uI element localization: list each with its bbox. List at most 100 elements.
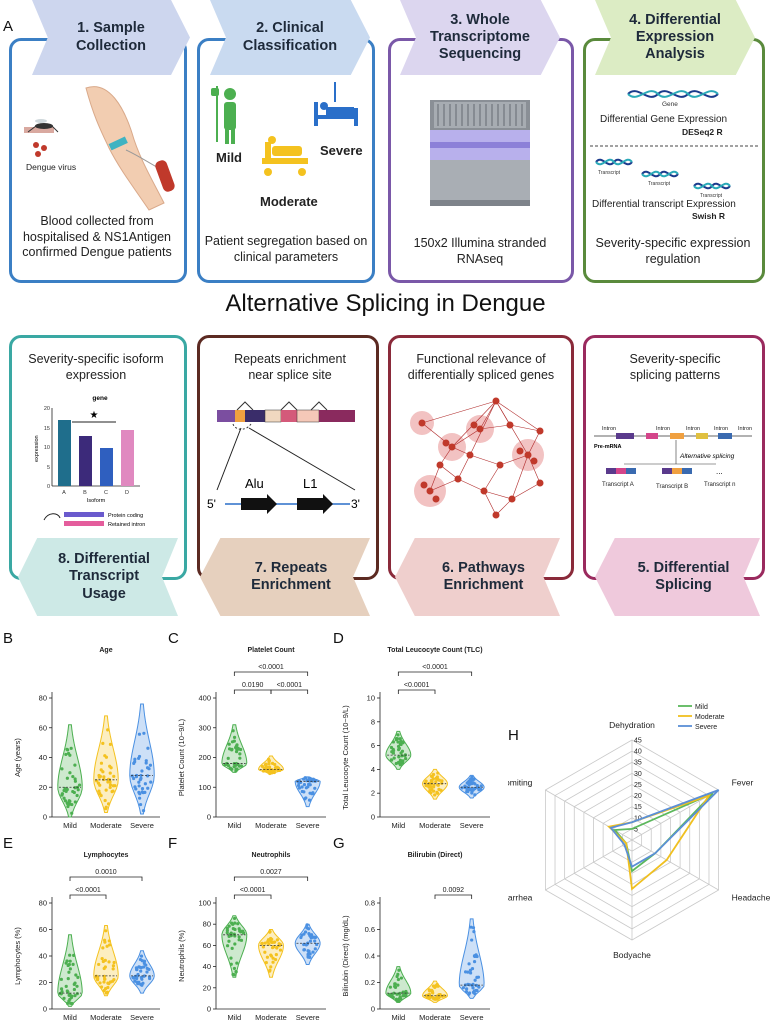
isoform-ylabel: expression [34,435,40,462]
data-point [75,992,79,996]
data-point [106,728,110,732]
data-point [224,762,228,766]
data-point [75,984,79,988]
data-point [390,994,394,999]
data-point [391,751,395,755]
data-point [391,747,395,751]
data-point [103,965,107,969]
data-point [227,924,231,928]
data-point [403,754,407,758]
step6-chevron: 6. Pathways Enrichment [395,538,560,616]
data-point [104,991,108,995]
data-point [67,962,71,967]
data-point [472,787,476,791]
data-point [271,960,275,964]
data-point [69,746,73,750]
data-point [313,786,317,790]
data-point [108,783,113,787]
data-point [139,969,143,973]
data-point [431,772,436,777]
data-point [103,977,107,981]
data-point [77,783,82,787]
data-point [395,974,399,979]
data-point [271,945,276,949]
data-point [273,762,277,767]
data-point [138,796,142,800]
data-point [398,742,402,746]
data-point [59,987,64,991]
wheelchair-patient-icon [262,136,308,176]
p-value-label: <0.0001 [240,887,266,894]
data-point [473,793,477,797]
transcript-label-3: Transcript [700,193,723,199]
data-point [138,965,142,969]
step6-title: 6. Pathways Enrichment [441,559,525,593]
significance-bracket [233,689,272,694]
data-point [404,757,408,761]
x-tick-label: Moderate [419,1013,451,1022]
data-point [398,991,402,995]
step8-title: 8. Differential Transcript Usage [58,551,150,602]
chart-title: Lymphocytes [84,852,129,859]
pre-mrna-label: Pre-mRNA [594,444,622,450]
data-point [231,972,235,977]
data-point [134,787,138,791]
y-tick-label: 0.4 [365,952,375,961]
data-point [467,983,472,987]
radar-tick-label: 20 [634,793,642,800]
y-tick-label: 2 [371,789,375,798]
gene-label: Gene [662,101,678,108]
data-point [272,769,276,773]
data-point [139,975,143,980]
data-point [388,985,392,989]
y-tick-label: 100 [198,783,211,792]
data-point [135,773,139,778]
data-point [263,941,267,945]
data-point [66,802,70,806]
data-point [427,988,431,992]
panel-label-b: B [3,630,14,647]
significance-bracket [233,671,309,676]
data-point [238,756,242,760]
data-point [311,950,315,954]
data-point [229,956,233,960]
step1-title: 1. Sample Collection [75,20,147,54]
data-point [74,973,78,977]
data-point [230,747,234,751]
violin-severe [294,776,321,808]
data-point [146,786,150,790]
y-tick-label: 20 [203,983,211,992]
x-tick-label: Mild [63,1013,77,1022]
data-point [433,793,437,797]
y-tick-label: 300 [198,723,211,732]
data-point [261,769,266,773]
significance-bracket [69,876,143,881]
transcript-label-1: Transcript [598,170,621,176]
chart-title: Age [99,647,112,654]
data-point [400,754,404,758]
data-point [108,785,112,790]
three-prime-label: 3' [351,497,360,511]
data-point [107,982,111,986]
step7-title: 7. Repeats Enrichment [251,559,331,593]
data-point [275,938,280,942]
violin-mild [221,724,248,773]
data-point [73,800,77,804]
data-point [308,939,313,943]
y-tick-label: 4 [371,765,375,774]
data-point [107,960,111,964]
legend-label: Mild [695,704,708,711]
data-point [144,761,148,765]
isoform-star: ★ [90,410,99,421]
mosquito-icon [24,119,59,133]
radar-axis-label: Headache [732,893,770,903]
data-point [432,789,436,793]
step2-caption: Patient segregation based on clinical pa… [204,234,368,264]
violin-moderate [93,715,119,814]
data-point [396,760,401,765]
data-point [260,941,264,945]
y-tick-label: 20 [39,978,47,987]
data-point [267,942,271,946]
